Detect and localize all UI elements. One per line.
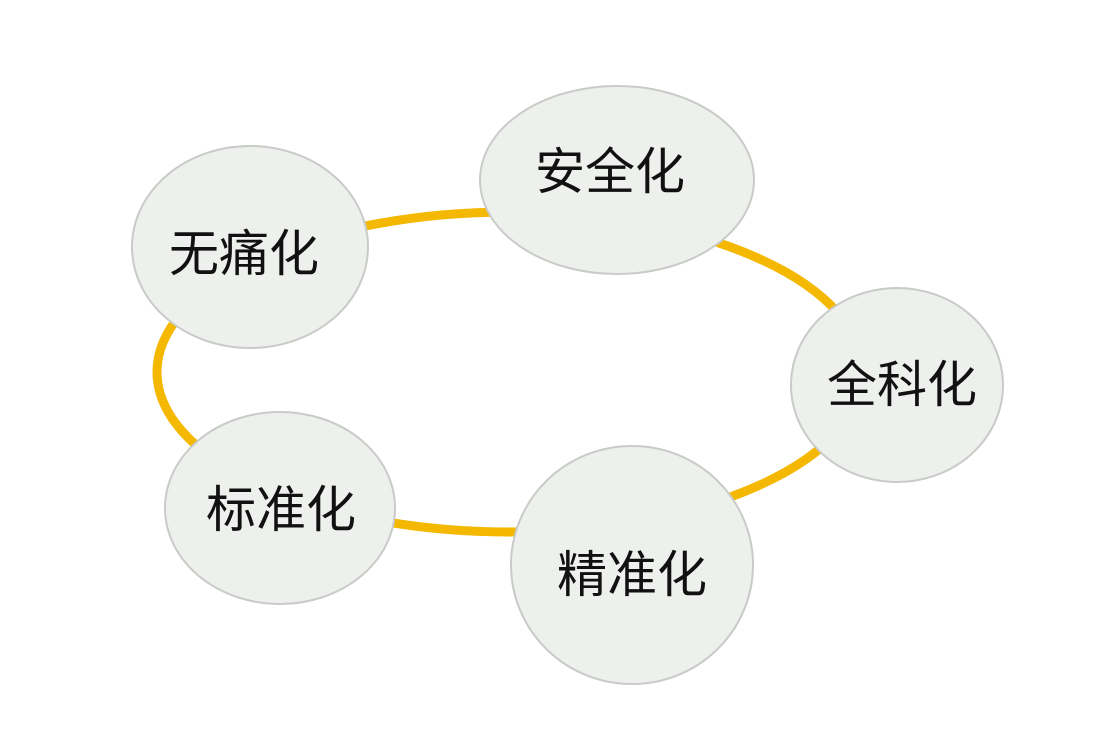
node-safety-label: 安全化 [535,143,685,201]
node-painless-label: 无痛化 [169,225,319,283]
node-safety: 安全化 [479,85,755,275]
node-standard-label: 标准化 [206,481,356,539]
node-precision: 精准化 [510,445,754,685]
node-precision-shape [510,445,754,685]
node-painless-shape [131,145,369,349]
node-general-shape [790,287,1004,483]
node-general-label: 全科化 [827,356,977,414]
node-standard: 标准化 [164,411,396,605]
node-general: 全科化 [790,287,1004,483]
node-precision-label: 精准化 [557,546,707,604]
node-safety-shape [479,85,755,275]
node-painless: 无痛化 [131,145,369,349]
node-standard-shape [164,411,396,605]
